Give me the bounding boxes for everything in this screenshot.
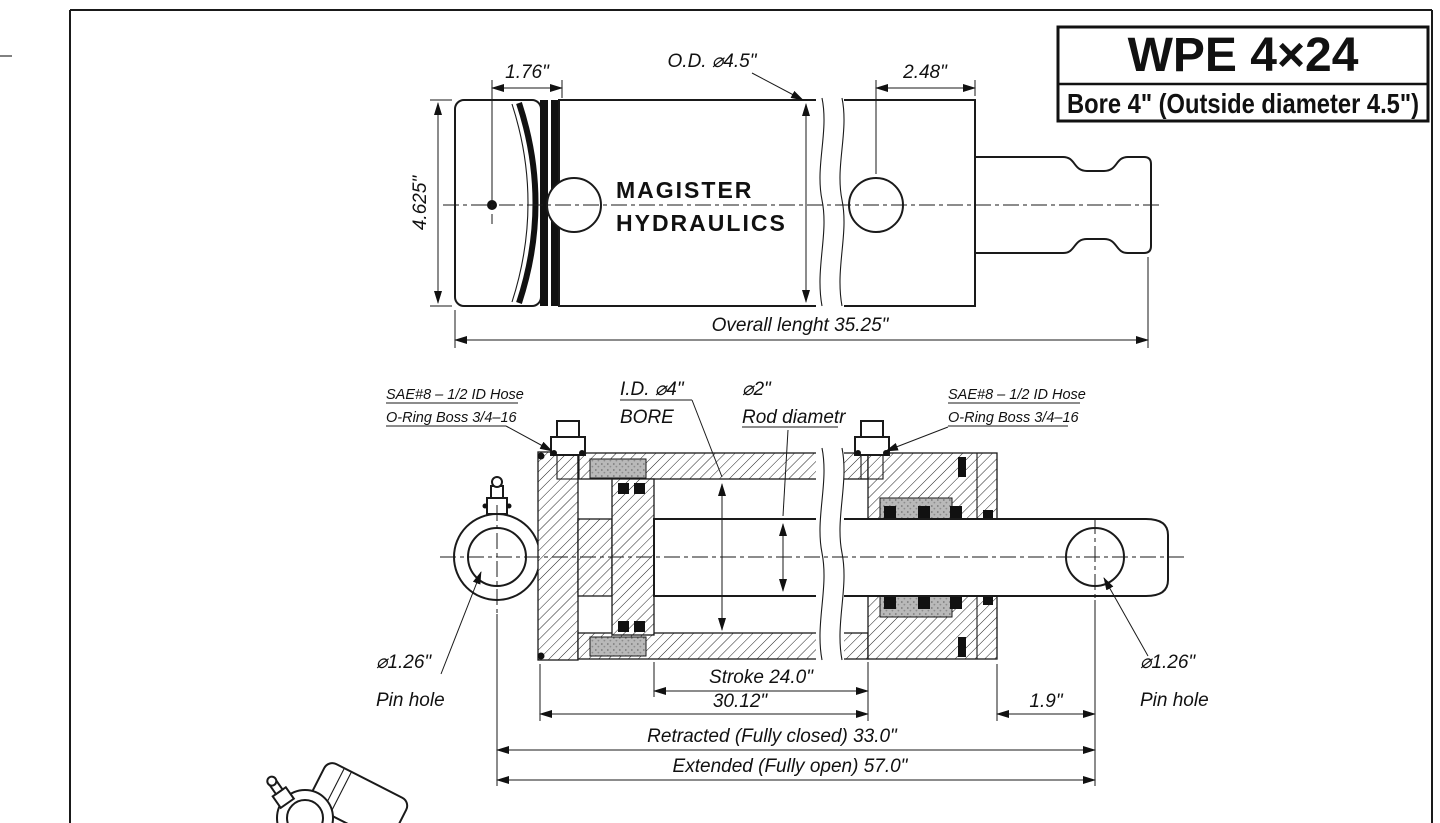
retainer-ring	[958, 457, 966, 477]
title-block-border	[1056, 25, 1430, 123]
pin-accessory-partial	[266, 762, 409, 823]
top-view: MAGISTER HYDRAULICS	[443, 96, 1162, 309]
grease-fitting-icon	[266, 775, 296, 810]
piston-seal	[634, 483, 645, 494]
bore-label-line1: I.D. ⌀4"	[620, 379, 685, 400]
port-fitting-left	[550, 420, 586, 480]
break-line	[839, 97, 845, 307]
pin-left-label-line2: Pin hole	[376, 690, 445, 711]
oring-dot	[537, 452, 545, 460]
cylinder-barrel	[558, 99, 976, 307]
port-fitting-right	[854, 420, 890, 480]
dim-port-right: 2.48"	[902, 62, 948, 83]
retainer-ring	[958, 637, 966, 657]
oring-dot	[537, 652, 545, 660]
rod-seal	[950, 506, 962, 519]
top-view-dimensions: 1.76" 2.48" O.D. ⌀4.5" 4.625" Overall le…	[410, 51, 1149, 348]
piston-seal	[618, 621, 629, 632]
rod-label-line2: Rod diametr	[742, 407, 846, 428]
cap-shadow-band	[516, 102, 539, 304]
dim-od: O.D. ⌀4.5"	[668, 51, 758, 72]
cap-curvature-line	[511, 103, 529, 303]
bore-label-line2: BORE	[620, 407, 674, 428]
pin-left-label-line1: ⌀1.26"	[376, 652, 432, 673]
brand-line-1: MAGISTER	[616, 177, 753, 203]
rod-seal	[884, 596, 896, 609]
break-line	[819, 97, 825, 307]
dim-overall-length: Overall lenght 35.25"	[712, 315, 890, 336]
rod-label-line1: ⌀2"	[742, 379, 772, 400]
port-label-right-line1: SAE#8 – 1/2 ID Hose	[948, 387, 1086, 403]
rod-seal	[884, 506, 896, 519]
model-title: WPE 4×24	[1128, 29, 1359, 82]
title-block: WPE 4×24 Bore 4" (Outside diameter 4.5")	[1056, 25, 1430, 123]
accessory-ring-inner	[286, 799, 324, 823]
section-view-dimensions: SAE#8 – 1/2 ID Hose O-Ring Boss 3/4–16 S…	[376, 379, 1209, 786]
dim-port-left: 1.76"	[505, 62, 550, 83]
break-line	[839, 447, 845, 661]
wiper-seal	[983, 510, 993, 519]
section-view	[440, 420, 1185, 665]
base-cap-section	[537, 451, 579, 661]
sheet-frame	[0, 9, 1433, 823]
pin-right-label-line2: Pin hole	[1140, 690, 1209, 711]
rod-seal	[918, 596, 930, 609]
break-line	[819, 447, 825, 661]
dim-extended: Extended (Fully open) 57.0"	[673, 756, 909, 777]
piston-seal	[634, 621, 645, 632]
dim-gland-to-pin: 1.9"	[1029, 691, 1063, 712]
piston-seal	[618, 483, 629, 494]
brand-line-2: HYDRAULICS	[616, 210, 787, 236]
dim-base-to-gland: 30.12"	[713, 691, 769, 712]
wiper-seal	[983, 596, 993, 605]
accessory-tube	[308, 762, 409, 823]
dim-retracted: Retracted (Fully closed) 33.0"	[647, 726, 898, 747]
port-label-left-line1: SAE#8 – 1/2 ID Hose	[386, 387, 524, 403]
weld-band	[540, 100, 548, 306]
port-label-left-line2: O-Ring Boss 3/4–16	[386, 410, 518, 426]
dim-stroke: Stroke 24.0"	[709, 667, 814, 688]
dim-height: 4.625"	[410, 175, 431, 231]
pin-right-label-line1: ⌀1.26"	[1140, 652, 1196, 673]
port-label-right-line2: O-Ring Boss 3/4–16	[948, 410, 1080, 426]
spacer-bushing-top	[589, 458, 647, 479]
rod-seal	[918, 506, 930, 519]
rod-seal	[950, 596, 962, 609]
spacer-bushing-bottom	[589, 636, 647, 657]
model-subtitle: Bore 4" (Outside diameter 4.5")	[1067, 88, 1419, 119]
